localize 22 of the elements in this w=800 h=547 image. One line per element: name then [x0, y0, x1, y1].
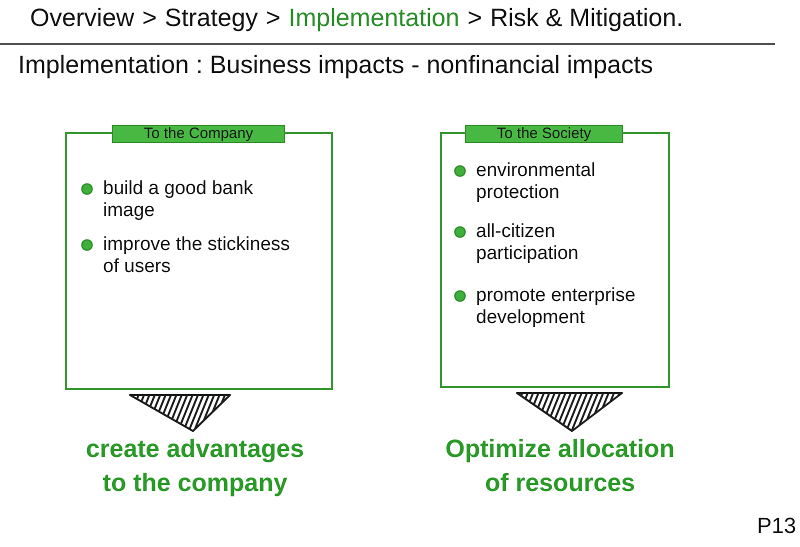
outcome-text: create advantages to the company — [75, 432, 315, 502]
bullet-text: improve the stickiness of users — [103, 234, 291, 278]
content-panel — [440, 123, 670, 388]
breadcrumb-separator: > — [467, 3, 482, 34]
heading-tab: To the Society — [465, 125, 623, 143]
breadcrumb-item: Overview — [30, 3, 134, 34]
hatched-arrow — [129, 394, 231, 432]
breadcrumb-separator: > — [266, 3, 281, 34]
bullet-text: environmental protection — [476, 160, 596, 204]
breadcrumb-item: Implementation — [288, 3, 460, 34]
bullet-text: all-citizen participation — [476, 221, 580, 265]
content-panel — [65, 123, 333, 390]
breadcrumb-separator: > — [142, 3, 157, 34]
outcome-text: Optimize allocation of resources — [440, 432, 680, 502]
bullet-text: build a good bank image — [103, 178, 254, 222]
page-number: P13 — [757, 512, 796, 540]
breadcrumb-item: Strategy — [164, 3, 258, 34]
breadcrumb-item: Risk & Mitigation. — [490, 3, 684, 34]
bullet-text: promote enterprise development — [476, 285, 636, 329]
page-title: Implementation : Business impacts - nonfinancial impacts — [18, 50, 654, 81]
hatched-arrow — [516, 392, 623, 432]
heading-tab: To the Company — [112, 125, 285, 143]
